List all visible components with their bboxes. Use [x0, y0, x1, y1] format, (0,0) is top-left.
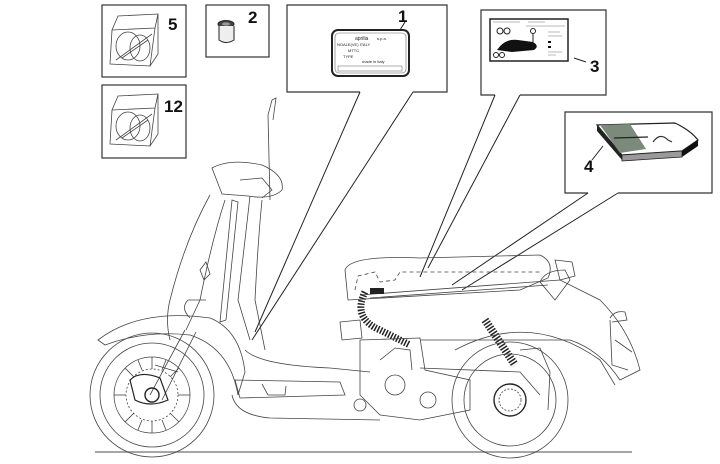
callout-box-4[interactable]: 4	[451, 111, 713, 291]
mirror	[267, 97, 277, 201]
tool-bag-icon	[109, 93, 159, 147]
callout-box-1[interactable]: 1 aprilia s.p.a. NOALE(VE) ITALY MTTC TY…	[251, 4, 448, 341]
plate-address: NOALE(VE) ITALY	[337, 42, 371, 47]
callout-label-4: 4	[584, 157, 594, 176]
callout-label-1: 1	[398, 7, 407, 26]
plate-footer: made in italy	[362, 59, 384, 64]
plate-brand: aprilia	[355, 36, 369, 42]
cap-icon	[217, 20, 235, 43]
plate-field-1: MTTC	[348, 48, 359, 53]
tyre-pressure-decal-icon	[489, 18, 569, 62]
callout-box-2[interactable]: 2	[205, 4, 270, 58]
callout-label-12: 12	[164, 97, 183, 116]
plate-suffix: s.p.a.	[377, 36, 387, 41]
owners-manual-icon	[595, 122, 699, 162]
tool-bag-icon	[109, 13, 159, 67]
callout-label-2: 2	[248, 8, 257, 27]
callout-box-5[interactable]: 5	[101, 4, 187, 78]
callout-box-12[interactable]: 12	[101, 84, 187, 159]
plate-field-2: TYPE	[343, 54, 354, 59]
scooter-drawing	[89, 97, 641, 459]
identification-plate-icon: aprilia s.p.a. NOALE(VE) ITALY MTTC TYPE…	[331, 29, 410, 77]
callout-box-3[interactable]: 3	[419, 9, 607, 278]
callout-label-3: 3	[590, 57, 599, 76]
callout-label-5: 5	[168, 15, 177, 34]
